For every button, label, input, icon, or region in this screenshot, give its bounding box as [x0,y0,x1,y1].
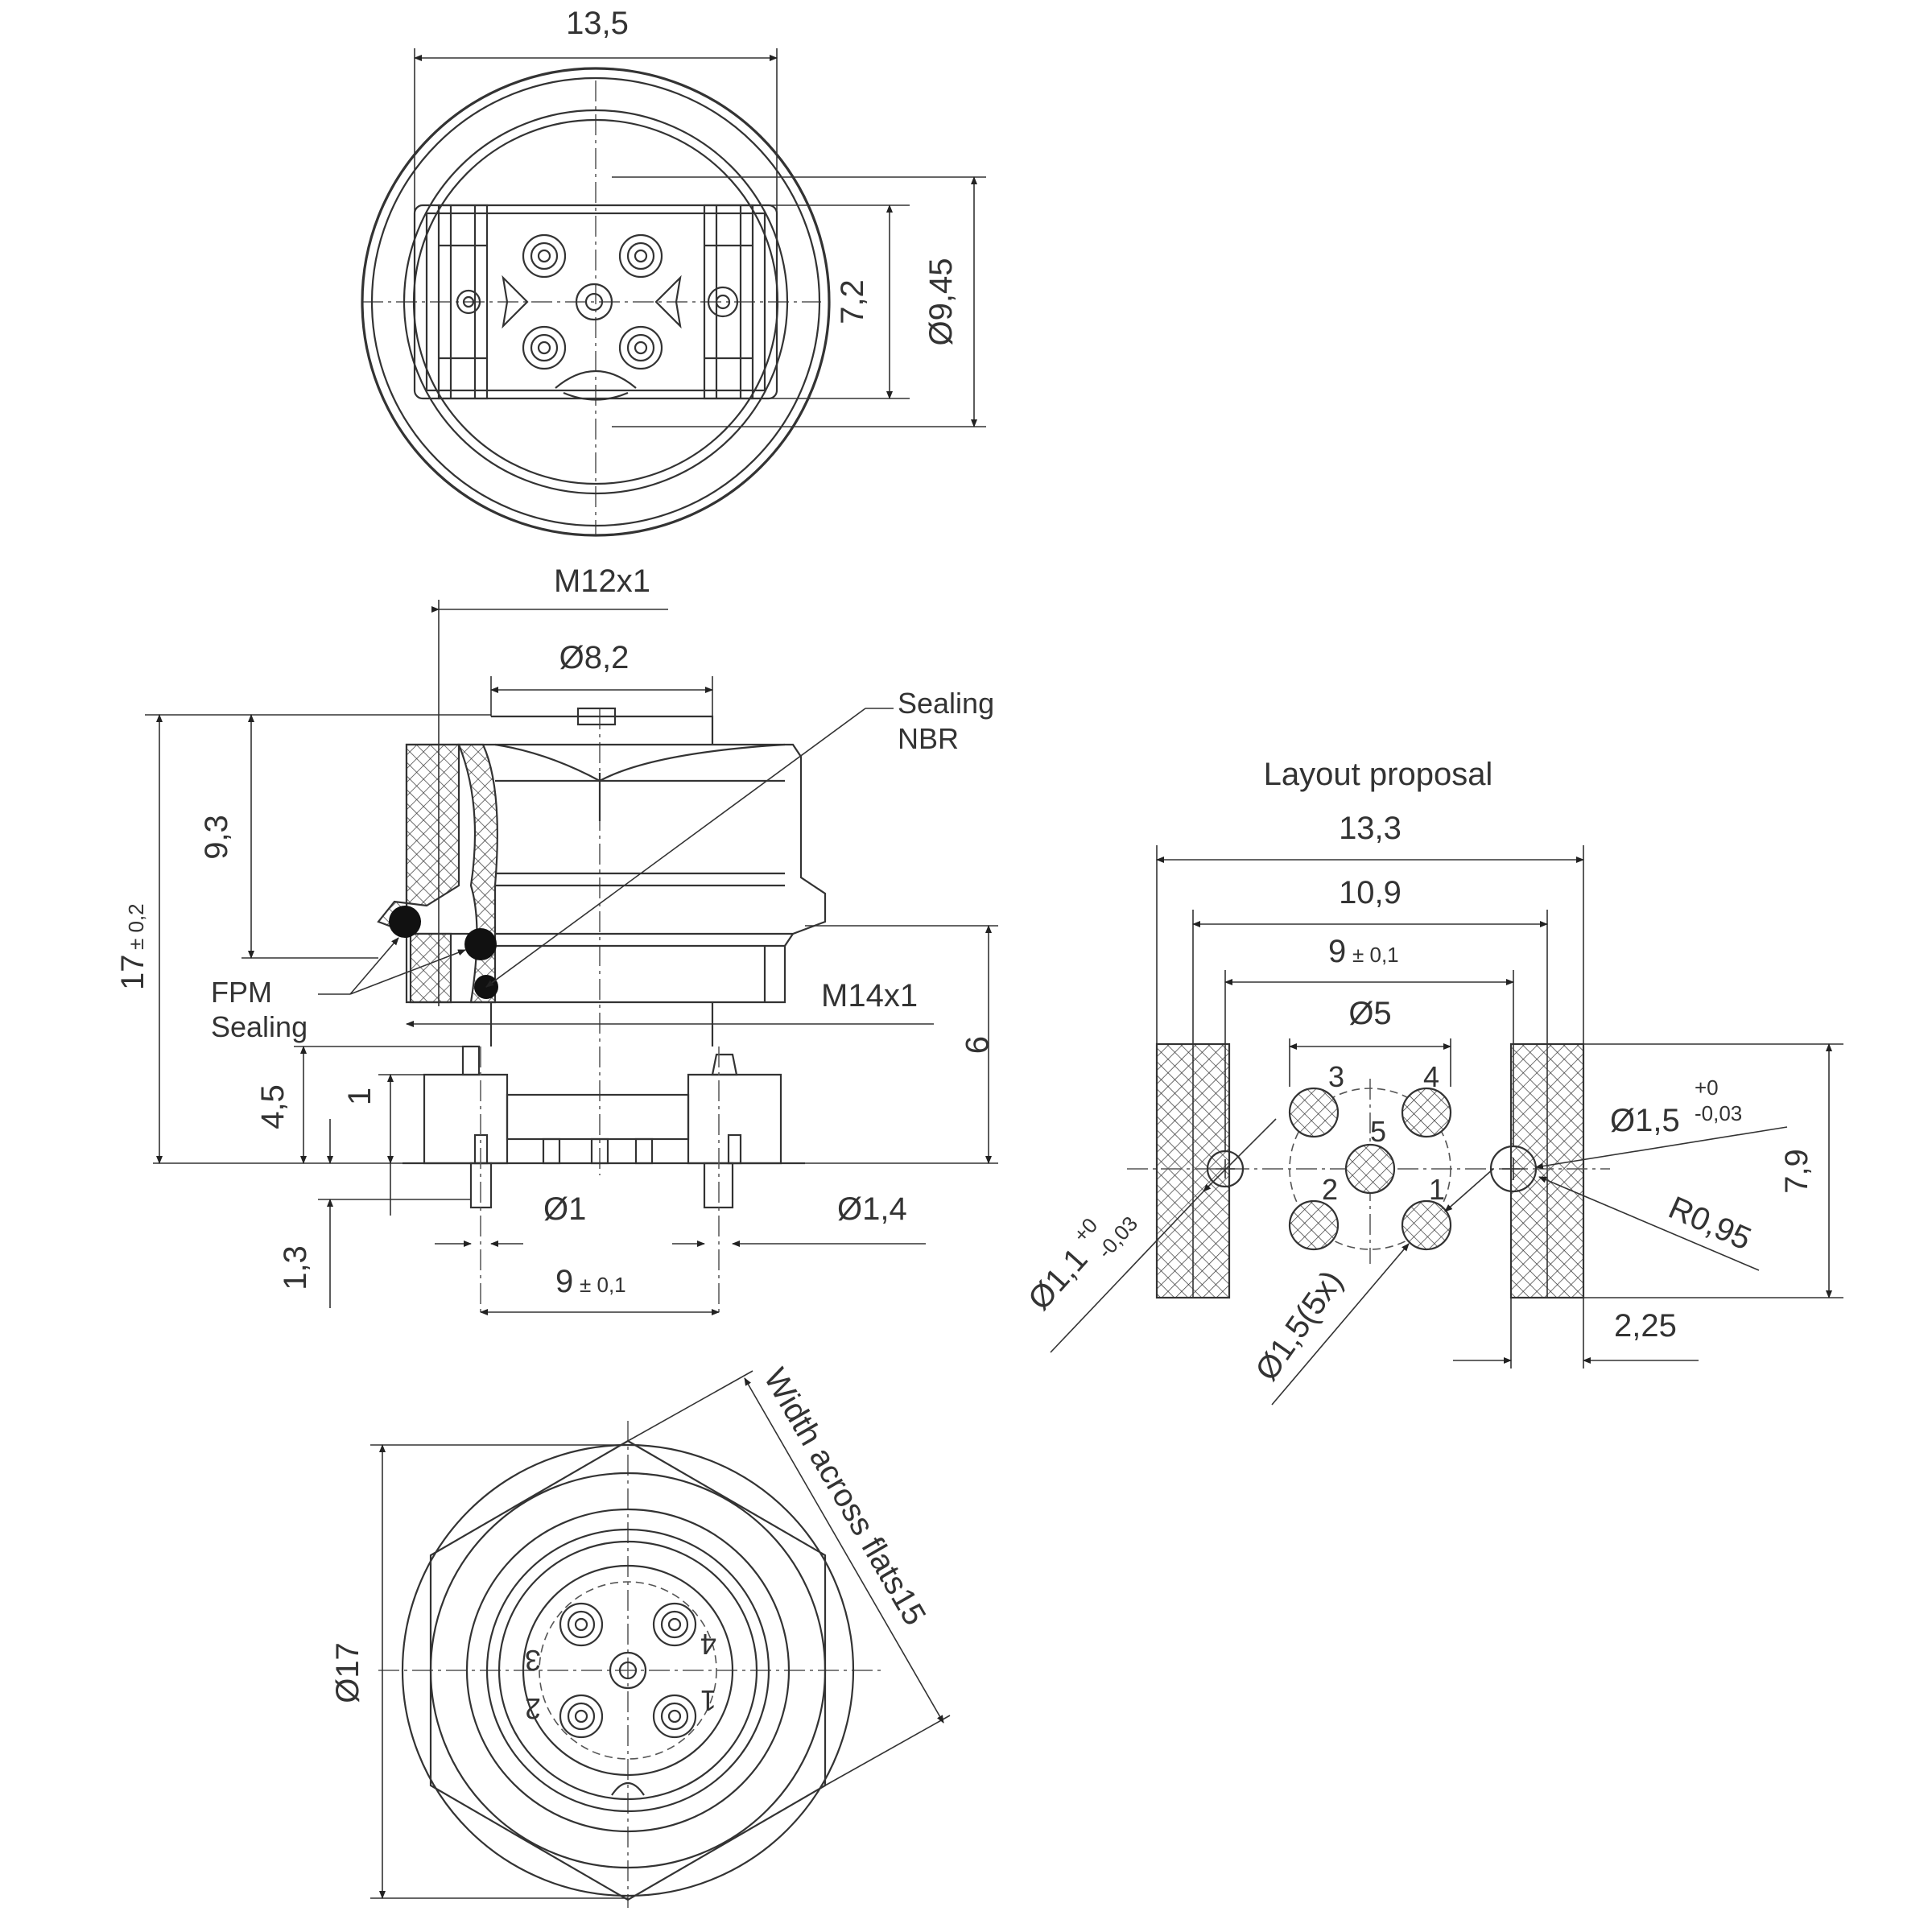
label-sealing-nbr-2: NBR [898,722,959,755]
bottom-pin-label-2: 2 [525,1692,541,1725]
dim-front-inner: 7,2 [835,279,870,324]
bottom-pin-2 [559,1694,604,1739]
bottom-pin-label-3: 3 [525,1644,541,1677]
layout-title: Layout proposal [1264,757,1493,792]
layout-dim-7-9: 7,9 [1779,1149,1814,1194]
layout-pad-3 [1288,1087,1340,1138]
front-pin-top-left [522,233,567,279]
dim-total-height-tol: ± 0,2 [124,903,148,950]
layout-dim-9-tol: ± 0,1 [1352,943,1399,967]
dim-post-dia: Ø1,4 [837,1191,907,1227]
dim-thread-top: M12x1 [554,564,650,599]
bottom-view: 3 4 2 1 Ø17 Width across flats15 [330,1363,951,1908]
layout-dim-2-25: 2,25 [1614,1308,1677,1344]
bottom-pin-5 [609,1651,647,1690]
layout-pad-5 [1344,1143,1396,1195]
layout-dim-radius: R0,95 [1663,1190,1756,1257]
layout-pad-2 [1288,1199,1340,1251]
dim-bore: Ø8,2 [559,640,630,675]
dim-height-upper: 9,3 [199,815,234,860]
layout-pad-1 [1401,1199,1452,1251]
front-pin-bottom-right [618,325,663,370]
bottom-pin-3 [559,1602,604,1647]
dim-thread-bottom: M14x1 [821,978,918,1013]
layout-dim-hole-1-1: Ø1,1 [1022,1241,1095,1317]
dim-pin-dia: Ø1 [543,1191,586,1227]
dim-front-diameter: Ø9,45 [923,258,959,346]
dim-1-3: 1,3 [278,1245,313,1290]
layout-dim-5: Ø5 [1348,996,1391,1031]
label-fpm-2: Sealing [211,1010,308,1043]
outer-ring [361,67,831,537]
dim-front-width: 13,5 [566,6,629,41]
layout-pin-1: 1 [1429,1173,1445,1206]
layout-pad-4 [1401,1087,1452,1138]
layout-pin-2: 2 [1322,1173,1338,1206]
layout-pin-5: 5 [1370,1115,1386,1148]
layout-dim-hole-1-5-tol-minus: -0,03 [1695,1101,1742,1125]
dim-width-across-flats: Width across flats15 [757,1363,932,1632]
dim-pitch: 9 [555,1264,573,1299]
front-pin-center [575,283,613,321]
front-view: 13,5 7,2 Ø9,45 [361,6,986,537]
dim-total-height: 17 [115,955,151,991]
fpm-seal-inner-icon [464,928,497,960]
layout-dim-hole-1-5-tol-plus: +0 [1695,1075,1719,1100]
dim-bottom-outer: Ø17 [330,1642,365,1703]
dim-4-5: 4,5 [255,1084,291,1129]
front-pin-bottom-left [522,325,567,370]
bottom-pin-1 [652,1694,697,1739]
label-sealing-nbr-1: Sealing [898,687,994,720]
right-latch-screw-icon [707,286,739,318]
layout-pin-3: 3 [1328,1060,1344,1093]
layout-dim-hole-1-5: Ø1,5 [1610,1103,1680,1138]
dim-1: 1 [342,1088,378,1105]
layout-dim-pad-holes: Ø1,5(5x) [1249,1264,1349,1387]
front-pin-top-right [618,233,663,279]
bottom-pin-4 [652,1602,697,1647]
layout-pin-4: 4 [1423,1060,1439,1093]
layout-dim-13-3: 13,3 [1339,811,1402,846]
bottom-pin-label-1: 1 [700,1684,716,1717]
dim-pitch-tol: ± 0,1 [580,1273,626,1297]
fpm-seal-outer-icon [389,906,421,938]
dim-9: 9 [959,1036,994,1054]
layout-proposal: Layout proposal 3 4 5 2 1 13,3 [1022,757,1843,1406]
side-view: M12x1 Ø8,2 9,3 17 ± 0,2 Sealing NBR FPM … [115,564,998,1315]
layout-dim-hole-1-1-tol-minus: -0,03 [1092,1212,1142,1263]
label-fpm-1: FPM [211,976,272,1009]
layout-dim-9: 9 [1328,934,1346,969]
left-latch-screw-icon [456,289,481,315]
bottom-pin-label-4: 4 [700,1628,716,1661]
layout-dim-10-9: 10,9 [1339,875,1402,910]
